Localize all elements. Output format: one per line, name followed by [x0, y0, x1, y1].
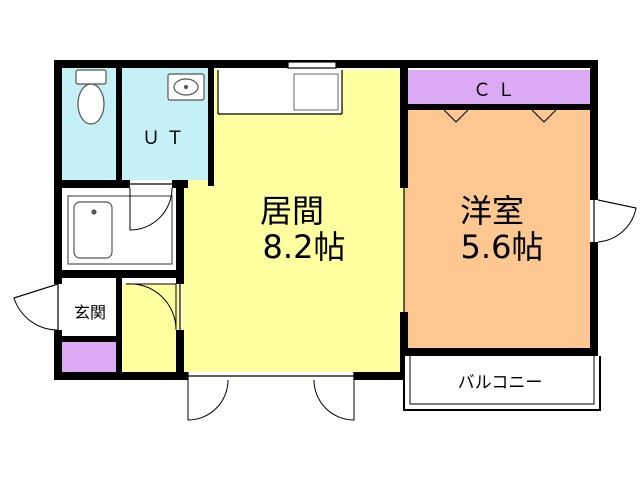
shoe-closet [62, 342, 118, 372]
living-room-name: 居間 [260, 192, 324, 230]
toilet-icon [75, 69, 107, 125]
bathtub-icon [67, 195, 173, 265]
closet-floor [404, 70, 590, 108]
balcony [403, 356, 601, 411]
utility-room-label: ＵＴ [142, 128, 190, 149]
sink-icon [167, 73, 205, 101]
living-room-floor [182, 70, 404, 372]
door-swings [13, 109, 637, 421]
western-room-floor [404, 110, 590, 348]
western-room-name: 洋室 [460, 192, 524, 230]
entrance-label: 玄関 [74, 303, 106, 322]
entrance-hall-floor [122, 284, 180, 372]
balcony-label: バルコニー [458, 373, 543, 393]
western-room-size: 5.6帖 [461, 228, 544, 266]
closet-label: ＣＬ [473, 80, 521, 101]
living-room-size: 8.2帖 [263, 228, 346, 266]
kitchen-counter-icon [293, 73, 339, 111]
thin-frames [57, 61, 595, 380]
